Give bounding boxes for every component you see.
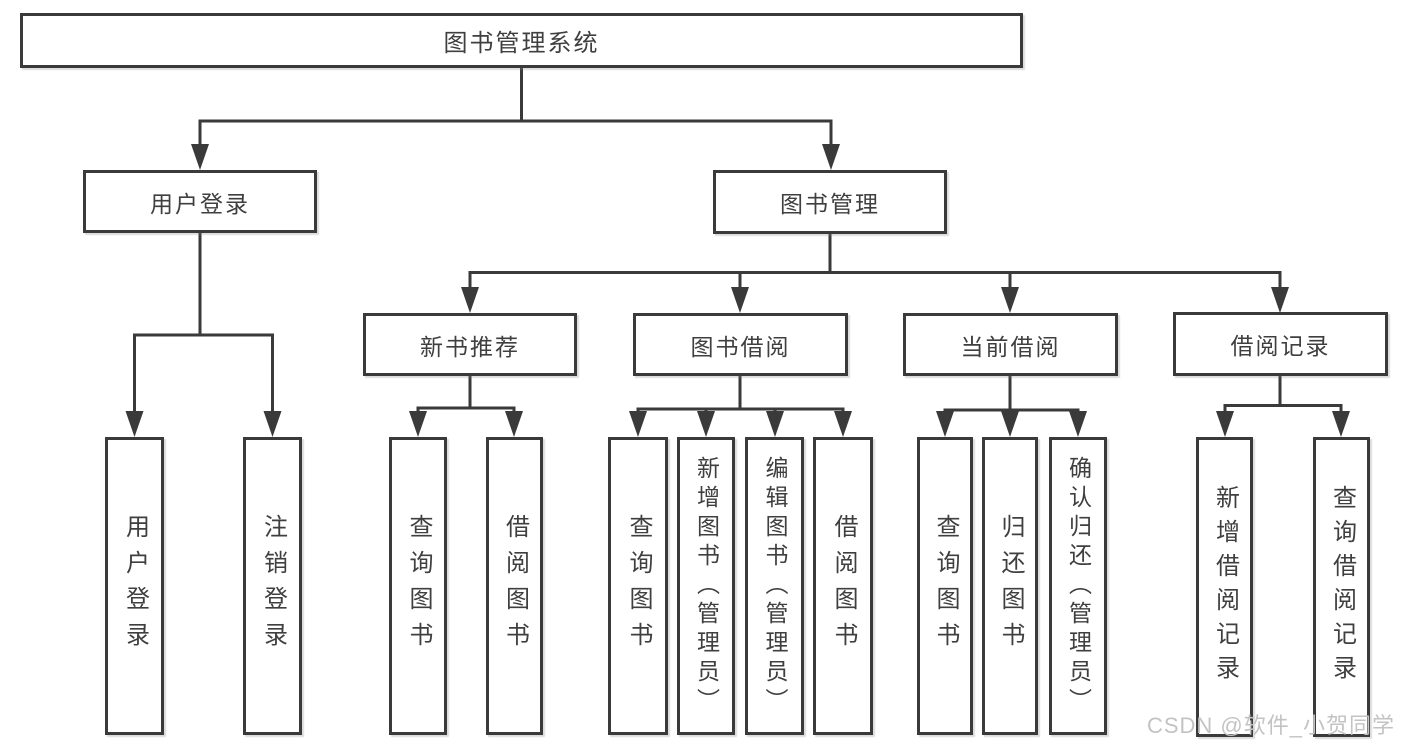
node-book-management: 图书管理: [713, 170, 947, 234]
node-user-login: 用户登录: [83, 170, 317, 233]
node-current-borrow: 当前借阅: [903, 313, 1118, 376]
node-new-book-recommend: 新书推荐: [363, 313, 577, 376]
leaf-query-books-current: 查询图书: [917, 437, 973, 735]
leaf-borrow-books: 借阅图书: [813, 437, 873, 735]
csdn-watermark: CSDN @软件_小贺同学: [1146, 713, 1395, 738]
leaf-logout: 注销登录: [243, 437, 302, 735]
node-borrow-records: 借阅记录: [1173, 312, 1388, 376]
leaf-confirm-return-admin: 确认归还（管理员）: [1049, 437, 1107, 735]
leaf-user-login: 用户登录: [105, 437, 164, 735]
leaf-add-borrow-record: 新增借阅记录: [1196, 437, 1253, 737]
leaf-return-books: 归还图书: [982, 437, 1038, 735]
leaf-query-books-recommend: 查询图书: [389, 437, 447, 735]
leaf-borrow-books-recommend: 借阅图书: [486, 437, 543, 735]
leaf-query-books-borrow: 查询图书: [608, 437, 668, 735]
arrowheads: [125, 144, 1350, 437]
leaf-edit-books-admin: 编辑图书（管理员）: [745, 437, 804, 735]
leaf-add-books-admin: 新增图书（管理员）: [677, 437, 735, 735]
leaf-query-borrow-record: 查询借阅记录: [1313, 437, 1370, 737]
node-book-borrow: 图书借阅: [633, 313, 848, 376]
node-root-library-system: 图书管理系统: [20, 13, 1023, 68]
